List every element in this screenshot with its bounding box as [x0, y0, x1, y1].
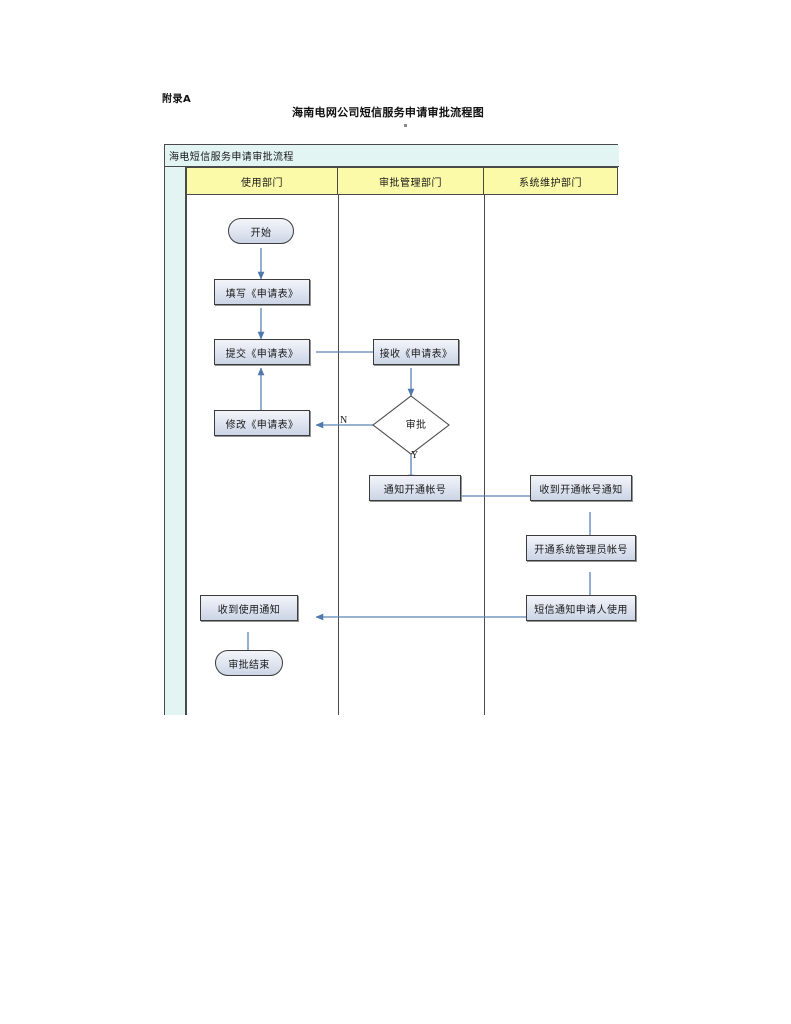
node-create-admin-account[interactable]: 开通系统管理员帐号 [526, 535, 636, 561]
lane-divider-left [186, 195, 187, 715]
node-revise-form[interactable]: 修改《申请表》 [214, 410, 310, 436]
lane-divider-2 [484, 195, 485, 715]
edge-label-yes: Y [411, 450, 419, 461]
node-receive-form[interactable]: 接收《申请表》 [373, 339, 459, 365]
node-received-open-notice[interactable]: 收到开通帐号通知 [530, 475, 632, 501]
lane-header-user-department: 使用部门 [186, 167, 338, 195]
node-fill-form[interactable]: 填写《申请表》 [214, 279, 310, 305]
edge-label-no: N [340, 415, 348, 426]
node-received-use-notice[interactable]: 收到使用通知 [200, 595, 298, 621]
node-approve-decision-label[interactable]: 审批 [405, 419, 427, 431]
appendix-label: 附录A [162, 94, 192, 105]
lane-header-approval-department: 审批管理部门 [338, 167, 484, 195]
diagram-left-margin-lane [165, 167, 186, 715]
title-trailing-mark [404, 124, 407, 127]
node-sms-notify-applicant[interactable]: 短信通知申请人使用 [526, 595, 636, 621]
node-submit-form[interactable]: 提交《申请表》 [214, 339, 310, 365]
lane-header-maintenance-department: 系统维护部门 [484, 167, 618, 195]
swimlane-diagram: 海电短信服务申请审批流程 使用部门 审批管理部门 系统维护部门 [164, 144, 619, 715]
diagram-caption: 海电短信服务申请审批流程 [165, 145, 619, 167]
page-title: 海南电网公司短信服务申请审批流程图 [291, 106, 485, 119]
node-notify-open-account[interactable]: 通知开通帐号 [369, 475, 461, 501]
lane-body [186, 195, 618, 715]
node-end[interactable]: 审批结束 [215, 650, 283, 676]
lane-header-row: 使用部门 审批管理部门 系统维护部门 [186, 167, 618, 195]
node-start[interactable]: 开始 [228, 218, 294, 244]
lane-divider-1 [338, 195, 339, 715]
